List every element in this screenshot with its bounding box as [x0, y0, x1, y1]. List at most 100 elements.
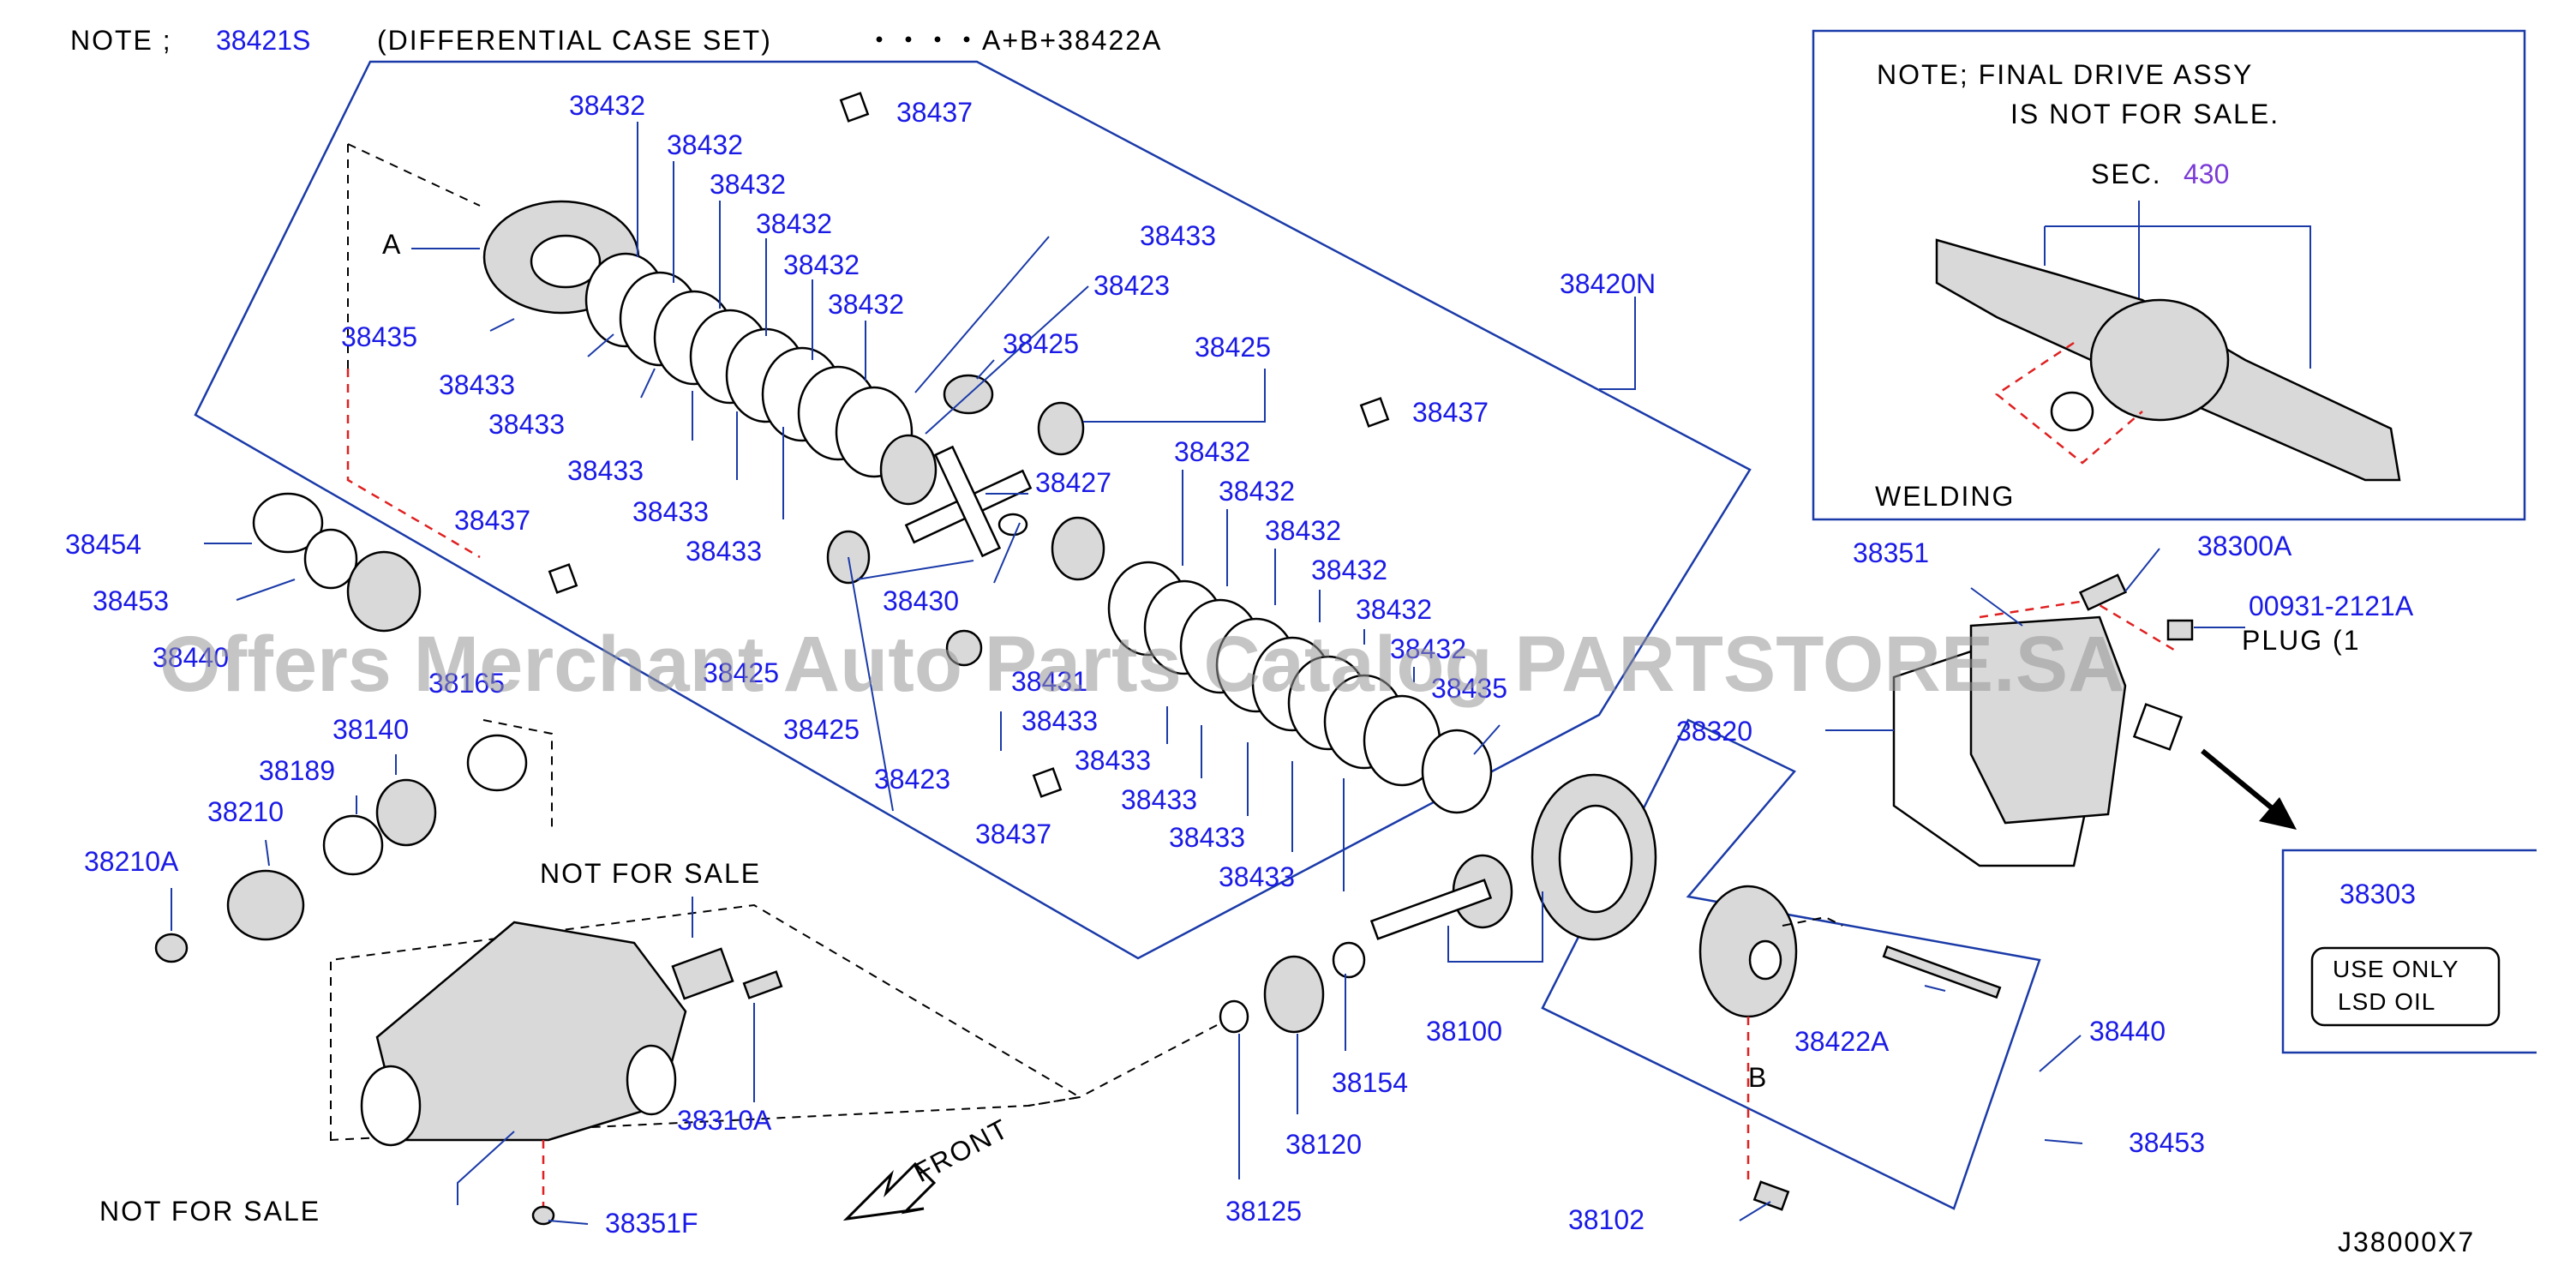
part-38432-b[interactable]: 38432 — [667, 129, 743, 160]
pinion-height-washer — [1219, 999, 1249, 1034]
part-labels: 38432 38432 38432 38432 38432 38432 3843… — [65, 90, 2414, 1239]
ring-gear-group — [1369, 718, 2041, 1211]
part-38189[interactable]: 38189 — [259, 755, 335, 786]
part-38432-r3[interactable]: 38432 — [1265, 515, 1341, 546]
part-38433-l3[interactable]: 38433 — [567, 455, 644, 486]
thrust-block — [997, 513, 1028, 537]
plug-label-partial: PLUG (1 — [2242, 625, 2360, 656]
part-38427[interactable]: 38427 — [1035, 467, 1111, 498]
part-38432-r1[interactable]: 38432 — [1174, 436, 1250, 467]
assembly-line — [1027, 1024, 1218, 1107]
part-38433-l5[interactable]: 38433 — [686, 536, 762, 567]
part-38453-right[interactable]: 38453 — [2129, 1127, 2205, 1158]
part-38433-r5[interactable]: 38433 — [1219, 861, 1295, 892]
part-38300A[interactable]: 38300A — [2197, 531, 2292, 561]
part-38433-r3[interactable]: 38433 — [1121, 784, 1197, 815]
part-38454[interactable]: 38454 — [65, 529, 141, 560]
pinion-mate-washer — [945, 629, 983, 667]
part-38435-right[interactable]: 38435 — [1431, 673, 1507, 704]
part-38430[interactable]: 38430 — [883, 585, 959, 616]
part-38432-f[interactable]: 38432 — [828, 289, 904, 320]
part-38440-partial[interactable]: 38440 — [153, 642, 229, 673]
part-38437-bottom[interactable]: 38437 — [975, 819, 1051, 849]
part-38432-e[interactable]: 38432 — [783, 249, 860, 280]
part-38432-c[interactable]: 38432 — [710, 169, 786, 200]
final-drive-note-line1: NOTE; FINAL DRIVE ASSY — [1877, 59, 2253, 90]
part-38102[interactable]: 38102 — [1568, 1204, 1644, 1235]
part-38422A[interactable]: 38422A — [1794, 1026, 1890, 1057]
part-38425-partial[interactable]: 38425 — [703, 657, 779, 688]
collapsible-spacer — [1332, 941, 1366, 979]
side-gear — [879, 434, 938, 506]
part-38432-r2[interactable]: 38432 — [1219, 476, 1295, 507]
part-38351[interactable]: 38351 — [1853, 537, 1929, 568]
sec-leader — [2045, 225, 2311, 369]
part-38432-d[interactable]: 38432 — [756, 208, 832, 239]
part-38125[interactable]: 38125 — [1225, 1196, 1302, 1227]
part-38425-a[interactable]: 38425 — [1003, 328, 1079, 359]
part-38437-left[interactable]: 38437 — [454, 505, 530, 536]
clip — [548, 563, 578, 594]
part-38431-partial[interactable]: 38431 — [1011, 666, 1087, 697]
part-38423-bottom[interactable]: 38423 — [874, 764, 950, 795]
part-38425-c[interactable]: 38425 — [783, 714, 860, 745]
final-drive-inset-frame — [1812, 29, 2526, 521]
final-drive-note-line2: IS NOT FOR SALE. — [2010, 99, 2279, 129]
header-note-prefix: NOTE ; — [70, 25, 172, 56]
part-38320[interactable]: 38320 — [1676, 716, 1752, 747]
part-38210[interactable]: 38210 — [207, 796, 284, 827]
part-38120[interactable]: 38120 — [1285, 1129, 1362, 1160]
part-38433-r2[interactable]: 38433 — [1075, 745, 1151, 776]
companion-flange-spacer — [466, 734, 528, 792]
part-00931-2121A[interactable]: 00931-2121A — [2249, 591, 2414, 621]
part-38433-r1[interactable]: 38433 — [1021, 705, 1098, 736]
part-38303[interactable]: 38303 — [2339, 879, 2416, 909]
pinion-shaft-cross — [933, 445, 1002, 558]
pinion-bearing-group — [1027, 941, 1366, 1107]
sec-number-link[interactable]: 430 — [2184, 159, 2229, 189]
part-38351F[interactable]: 38351F — [605, 1208, 698, 1239]
carrier-opening-left — [360, 1065, 422, 1147]
header-note-formula: ・・・・A+B+38422A — [866, 25, 1162, 56]
differential-case-b — [1698, 885, 1798, 1018]
part-38423-top[interactable]: 38423 — [1093, 270, 1170, 301]
not-for-sale-lower: NOT FOR SALE — [99, 1196, 321, 1227]
part-38420N[interactable]: 38420N — [1560, 268, 1656, 299]
lsd-oil-tag — [2310, 946, 2501, 1027]
axle-carrier-opening — [2050, 391, 2094, 432]
part-38433-l4[interactable]: 38433 — [632, 496, 709, 527]
part-38432-a[interactable]: 38432 — [569, 90, 645, 121]
header-note-part-number[interactable]: 38421S — [216, 25, 310, 56]
part-38437-top[interactable]: 38437 — [896, 97, 973, 128]
carrier-housing-body — [375, 921, 687, 1142]
rear-cover — [1969, 615, 2127, 825]
part-38437-right[interactable]: 38437 — [1412, 397, 1489, 428]
part-38432-r4[interactable]: 38432 — [1311, 555, 1387, 585]
pinion-nut — [154, 933, 189, 963]
part-38310A[interactable]: 38310A — [677, 1105, 772, 1136]
part-38435-left[interactable]: 38435 — [341, 321, 417, 352]
part-38210A[interactable]: 38210A — [84, 846, 179, 877]
part-38140[interactable]: 38140 — [332, 714, 409, 745]
bolt-38102 — [1752, 1180, 1790, 1211]
part-38100[interactable]: 38100 — [1426, 1016, 1502, 1047]
part-38433-l1[interactable]: 38433 — [439, 369, 515, 400]
plug — [2166, 619, 2194, 641]
assembly-line — [482, 719, 553, 828]
pinion-front-bearing — [375, 778, 437, 847]
clip — [839, 92, 870, 123]
part-38433-top[interactable]: 38433 — [1140, 220, 1216, 251]
axle-carrier — [2089, 298, 2230, 422]
part-38432-r6[interactable]: 38432 — [1390, 633, 1466, 664]
part-38453-left[interactable]: 38453 — [93, 585, 169, 616]
part-38425-b[interactable]: 38425 — [1195, 332, 1271, 363]
lsd-inset-frame — [2281, 849, 2537, 1054]
part-38154[interactable]: 38154 — [1332, 1067, 1408, 1098]
part-38432-r5[interactable]: 38432 — [1356, 594, 1432, 625]
part-38165-partial[interactable]: 38165 — [428, 668, 505, 699]
part-38440[interactable]: 38440 — [2089, 1016, 2166, 1047]
welding-line — [1994, 341, 2143, 465]
assembly-line-red — [346, 369, 481, 559]
part-38433-r4[interactable]: 38433 — [1169, 822, 1245, 853]
part-38433-l2[interactable]: 38433 — [488, 409, 565, 440]
